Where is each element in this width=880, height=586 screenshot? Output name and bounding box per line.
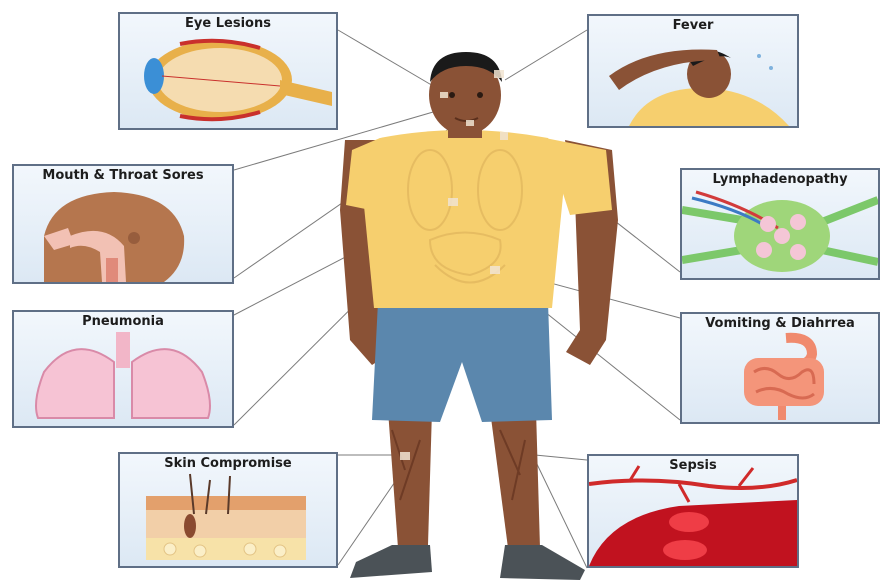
intestines-icon — [682, 314, 878, 422]
panel-eye-lesions: Eye Lesions — [118, 12, 338, 130]
panel-pneumonia: Pneumonia — [12, 310, 234, 428]
panel-fever: Fever — [587, 14, 799, 128]
panel-vomiting-diahrrea: Vomiting & Diahrrea — [680, 312, 880, 424]
panel-lymphadenopathy: Lymphadenopathy — [680, 168, 880, 280]
lymph-node-icon — [682, 170, 878, 278]
shorts — [372, 302, 552, 422]
left-shoe — [350, 545, 432, 578]
right-shoe — [500, 545, 585, 580]
panel-skin-compromise: Skin Compromise — [118, 452, 338, 568]
skin-layers-icon — [120, 454, 336, 566]
throat-anatomy-icon — [14, 166, 232, 282]
right-leg — [490, 410, 540, 548]
left-leg — [388, 410, 432, 548]
lungs-icon — [14, 312, 232, 426]
panel-sepsis: Sepsis — [587, 454, 799, 568]
blood-vessel-icon — [589, 456, 797, 566]
panel-mouth-throat-sores: Mouth & Throat Sores — [12, 164, 234, 284]
fever-person-icon — [589, 16, 797, 126]
eye-anatomy-icon — [120, 14, 336, 128]
